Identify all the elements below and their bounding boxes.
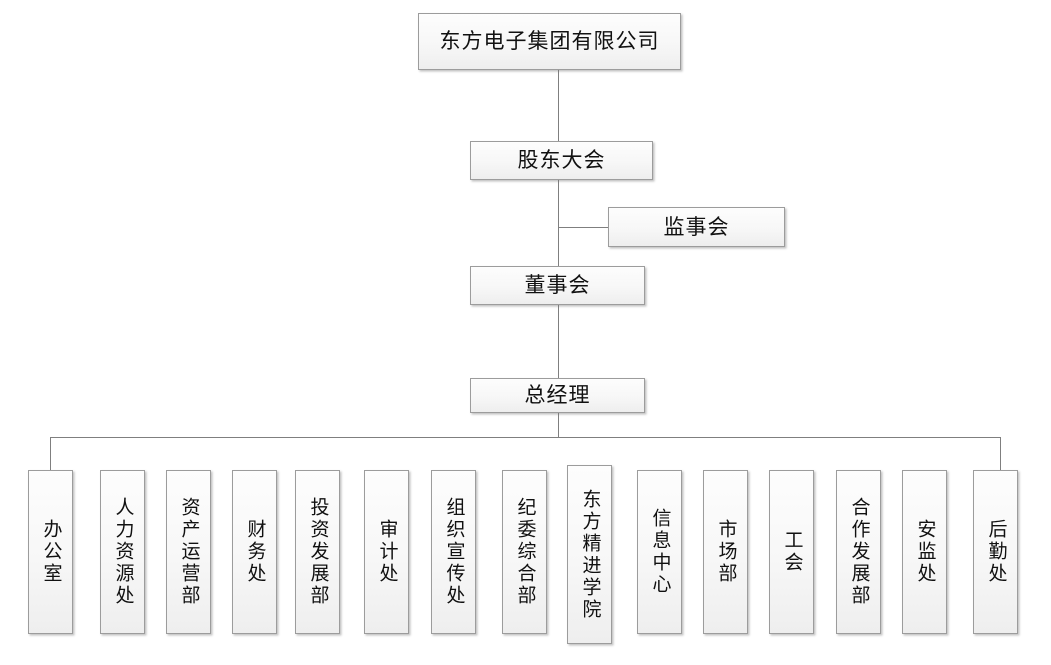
node-department-label: 资产运营部 xyxy=(178,497,200,607)
node-department-finance[interactable]: 财务处 xyxy=(232,470,277,634)
node-department-investment-development[interactable]: 投资发展部 xyxy=(295,470,340,634)
connector-shareholders-stem xyxy=(558,180,559,266)
node-department-office[interactable]: 办公室 xyxy=(28,470,73,634)
node-department-label: 纪委综合部 xyxy=(514,497,536,607)
node-department-dongfang-academy[interactable]: 东方精进学院 xyxy=(567,465,612,644)
node-company[interactable]: 东方电子集团有限公司 xyxy=(418,13,681,70)
connector-manager-stem xyxy=(558,413,559,438)
node-department-audit[interactable]: 审计处 xyxy=(364,470,409,634)
node-department-asset-operation[interactable]: 资产运营部 xyxy=(166,470,211,634)
node-shareholders-meeting[interactable]: 股东大会 xyxy=(470,141,653,180)
node-department-label: 市场部 xyxy=(715,519,737,585)
node-department-safety-supervision[interactable]: 安监处 xyxy=(902,470,947,634)
node-department-label: 安监处 xyxy=(914,519,936,585)
node-department-label: 合作发展部 xyxy=(848,497,870,607)
node-board-of-supervisors[interactable]: 监事会 xyxy=(608,207,785,247)
node-department-label: 投资发展部 xyxy=(307,497,329,607)
node-department-label: 人力资源处 xyxy=(112,497,134,607)
node-department-discipline-committee[interactable]: 纪委综合部 xyxy=(502,470,547,634)
node-company-label: 东方电子集团有限公司 xyxy=(439,29,660,54)
node-department-human-resources[interactable]: 人力资源处 xyxy=(100,470,145,634)
node-board-of-supervisors-label: 监事会 xyxy=(663,214,730,239)
node-shareholders-meeting-label: 股东大会 xyxy=(517,148,606,173)
node-department-label: 审计处 xyxy=(376,519,398,585)
connector-bus-drop-left xyxy=(50,437,51,470)
node-department-cooperation-development[interactable]: 合作发展部 xyxy=(836,470,881,634)
node-department-label: 工会 xyxy=(781,530,803,574)
node-department-label: 财务处 xyxy=(244,519,266,585)
connector-company-to-shareholders xyxy=(558,70,559,141)
node-department-marketing[interactable]: 市场部 xyxy=(703,470,748,634)
node-department-organization-publicity[interactable]: 组织宣传处 xyxy=(431,470,476,634)
node-department-label: 办公室 xyxy=(40,519,62,585)
node-department-label: 信息中心 xyxy=(649,508,671,596)
node-board-of-directors-label: 董事会 xyxy=(524,273,591,298)
connector-directors-to-manager xyxy=(558,305,559,378)
node-department-information-center[interactable]: 信息中心 xyxy=(637,470,682,634)
connector-bus-drop-right xyxy=(1000,437,1001,470)
node-general-manager[interactable]: 总经理 xyxy=(470,378,645,413)
node-board-of-directors[interactable]: 董事会 xyxy=(470,266,645,305)
connector-supervisors-branch xyxy=(558,227,609,228)
node-department-label: 组织宣传处 xyxy=(443,497,465,607)
node-department-logistics[interactable]: 后勤处 xyxy=(973,470,1018,634)
connector-departments-bus xyxy=(50,437,1001,438)
node-department-label: 后勤处 xyxy=(985,519,1007,585)
node-general-manager-label: 总经理 xyxy=(524,383,591,408)
node-department-labor-union[interactable]: 工会 xyxy=(769,470,814,634)
node-department-label: 东方精进学院 xyxy=(579,488,601,621)
